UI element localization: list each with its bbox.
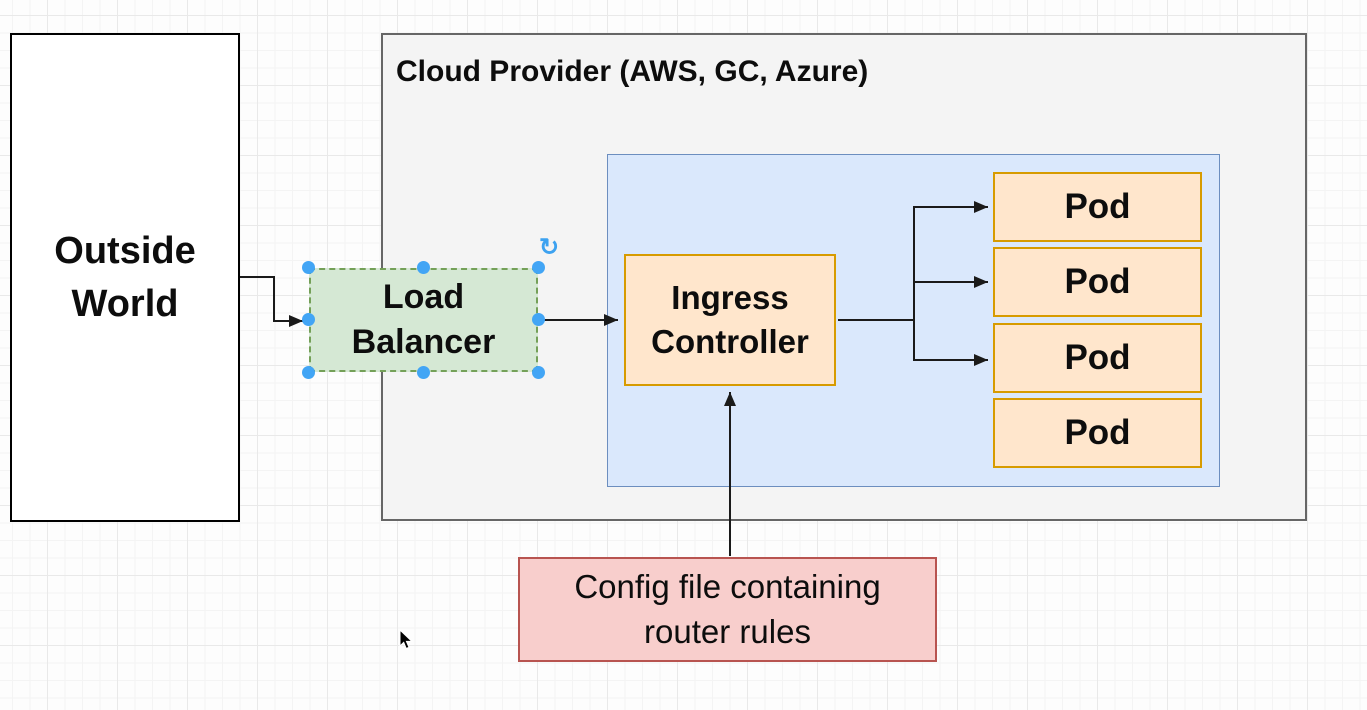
pod-3-label: Pod [1064,338,1131,377]
rotate-handle-icon[interactable]: ↻ [539,234,560,261]
node-pod-1[interactable]: Pod [993,172,1202,242]
selection-handle-e[interactable] [532,313,545,326]
node-outside-world[interactable]: Outside World [10,33,240,522]
load-balancer-label: Load Balancer [351,278,496,361]
selection-handle-s[interactable] [417,366,430,379]
selection-handle-n[interactable] [417,261,430,274]
pod-4-label: Pod [1064,413,1131,452]
selection-handle-ne[interactable] [532,261,545,274]
selection-overlay-load-balancer: ↻ [302,236,559,379]
mouse-cursor-icon [399,629,413,650]
node-ingress-controller[interactable]: Ingress Controller [624,254,836,386]
pod-2-label: Pod [1064,262,1131,301]
edge-outside-world-to-load-balancer[interactable] [240,276,303,327]
node-pod-4[interactable]: Pod [993,398,1202,468]
config-file-label: Config file containing router rules [574,567,881,650]
selection-handle-sw[interactable] [302,366,315,379]
node-pod-2[interactable]: Pod [993,247,1202,317]
selection-handle-se[interactable] [532,366,545,379]
selection-handle-nw[interactable] [302,261,315,274]
selection-handle-w[interactable] [302,313,315,326]
node-config-file[interactable]: Config file containing router rules [518,557,937,662]
pod-1-label: Pod [1064,187,1131,226]
ingress-controller-label: Ingress Controller [651,279,809,360]
node-pod-3[interactable]: Pod [993,323,1202,393]
outside-world-label: Outside World [54,230,196,325]
node-load-balancer[interactable]: Load Balancer [309,268,538,372]
cloud-provider-title: Cloud Provider (AWS, GC, Azure) [396,55,869,88]
